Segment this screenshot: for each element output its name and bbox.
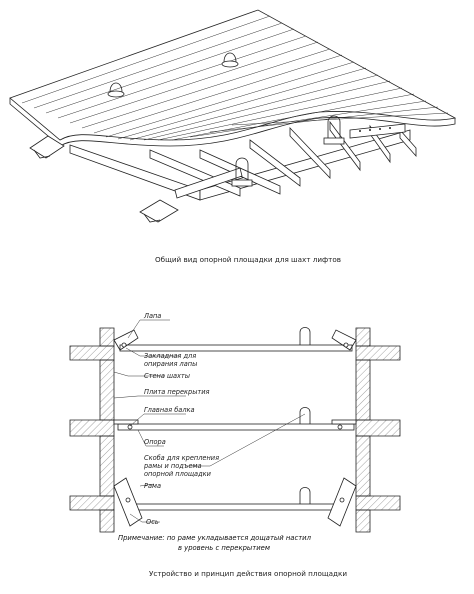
lifting-loop-2 [221,52,239,68]
u-bracket-right [323,115,345,145]
underside-beams [69,120,417,201]
platform-section-view: Лапа Закладная для опирания лапы Стена ш… [69,312,401,578]
note-line-2: в уровень с перекрытием [178,544,270,552]
right-shaft-wall [355,327,401,533]
label-zakladnaya-2: опирания лапы [144,360,197,368]
label-lapa: Лапа [143,312,161,320]
label-skoba-3: опорной площадки [144,470,212,478]
top-figure-caption: Общий вид опорной площадки для шахт лифт… [155,255,341,264]
platform-level-2 [113,407,357,431]
label-opora: Опора [144,438,166,446]
note-line-1: Примечание: по раме укладывается дощатый… [118,534,312,542]
left-shaft-wall [69,327,115,533]
label-plita: Плита перекрытия [144,388,210,396]
label-balka: Главная балка [144,406,195,414]
bottom-figure-caption: Устройство и принцип действия опорной пл… [149,569,347,578]
label-skoba-2: рамы и подъема [143,462,202,470]
platform-isometric-view: Общий вид опорной площадки для шахт лифт… [9,9,457,264]
platform-level-1 [113,327,357,352]
u-bracket-front [231,157,253,187]
support-paw-left [29,135,65,159]
support-paw-front [139,199,179,223]
leader-lines [113,319,306,523]
label-rama: Рама [144,482,161,490]
lifting-loop-1 [107,82,125,98]
plank-deck [9,9,457,147]
perforated-beam [349,123,406,139]
label-os: Ось [146,518,159,526]
label-stena: Стена шахты [144,372,190,380]
label-zakladnaya-1: Закладная для [144,352,196,360]
label-skoba-1: Скоба для крепления [144,454,219,462]
platform-level-3 [113,477,357,527]
